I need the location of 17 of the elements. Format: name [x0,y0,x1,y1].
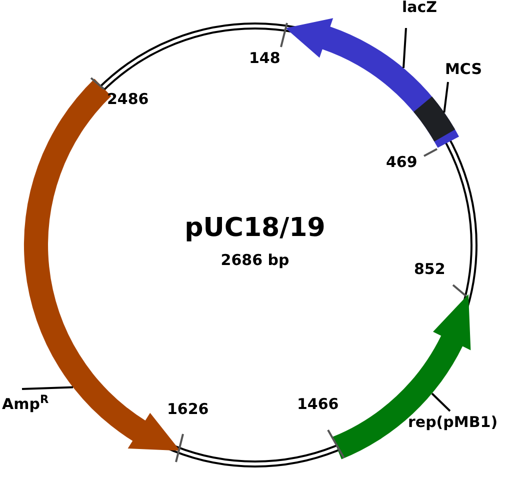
feature-label: Amp$^{R}$ [2,397,49,412]
position-number: 1626 [167,402,209,417]
leader-line [443,82,449,113]
plasmid-name: pUC18/19 [184,212,326,244]
plasmid-size: 2686 bp [220,250,290,270]
feature-label: rep(pMB1) [408,415,498,430]
position-number: 2486 [107,92,149,107]
position-number: 469 [386,155,418,170]
position-number: 148 [249,51,280,66]
leader-line [402,28,407,68]
leader-line [22,386,74,390]
leader-line [431,392,451,412]
feature-label: MCS [445,62,482,77]
position-number: 852 [414,262,446,277]
position-number: 1466 [297,397,339,412]
cloning-site-segment [414,96,456,142]
feature-label: lacZ [402,0,438,15]
